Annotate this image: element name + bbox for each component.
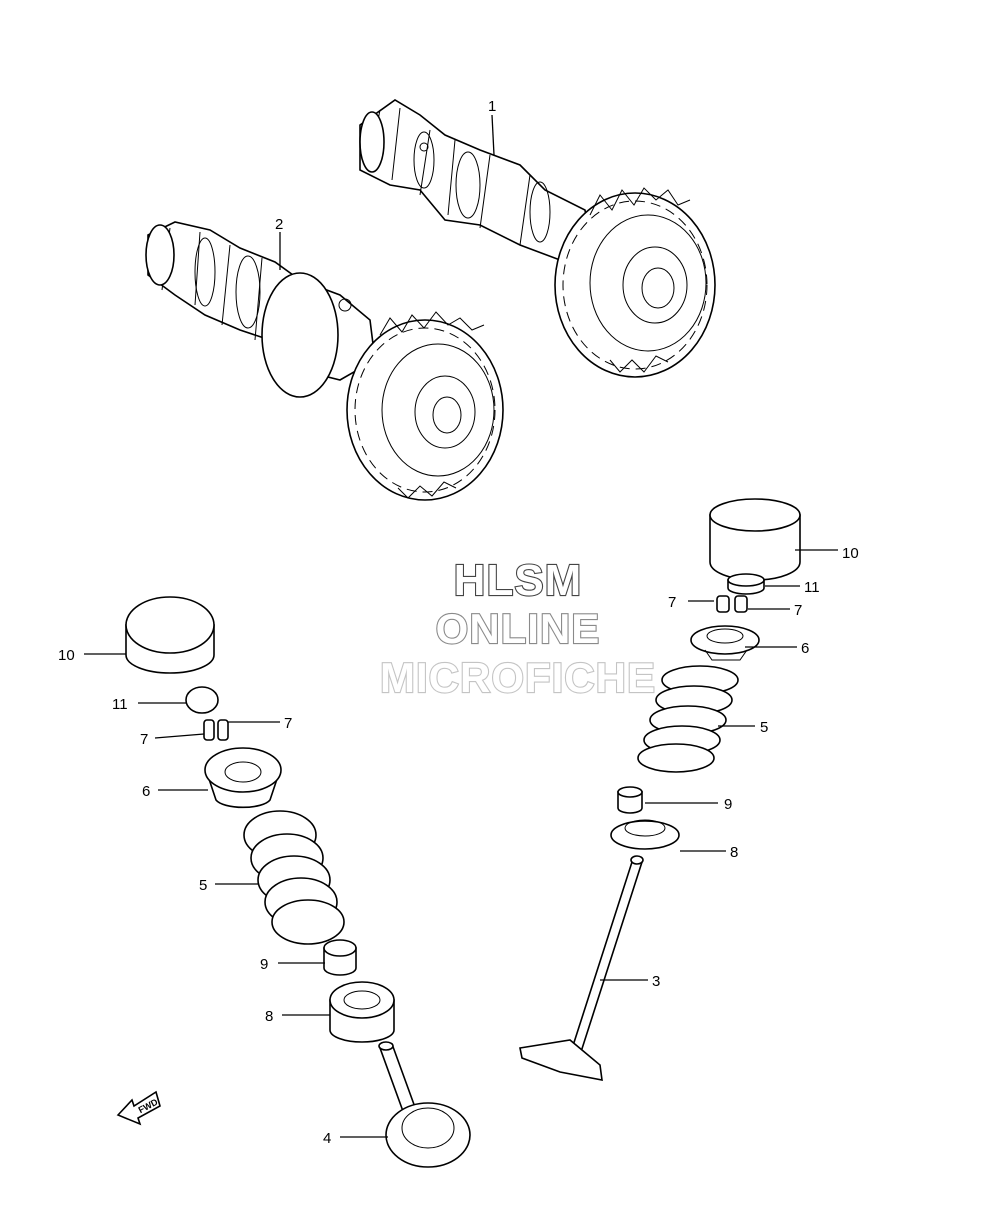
spring-right[interactable] <box>637 665 739 773</box>
callout-7-right-a: 7 <box>668 594 676 611</box>
callout-11-right: 11 <box>804 579 820 596</box>
callout-7-left-b: 7 <box>284 715 292 732</box>
fwd-arrow-icon: FWD <box>116 1090 161 1126</box>
watermark-line-1: HLSM <box>454 556 583 605</box>
callout-8-left: 8 <box>265 1008 273 1025</box>
callout-6-right: 6 <box>801 640 809 657</box>
callout-1: 1 <box>488 98 496 115</box>
callout-10-left: 10 <box>58 647 75 664</box>
watermark-line-2: ONLINE <box>436 605 601 652</box>
callout-10-right: 10 <box>842 545 859 562</box>
callout-6-left: 6 <box>142 783 150 800</box>
seal-left[interactable] <box>323 939 357 976</box>
cotter-left-b[interactable] <box>217 719 229 741</box>
leader-lines <box>84 114 838 1138</box>
valve-4[interactable] <box>378 1041 471 1168</box>
callout-2: 2 <box>275 216 283 233</box>
tappet-left[interactable] <box>125 596 215 674</box>
cotter-right-b[interactable] <box>734 595 748 613</box>
camshaft-1[interactable] <box>359 99 716 378</box>
callout-5-right: 5 <box>760 719 768 736</box>
spring-left[interactable] <box>243 810 345 945</box>
callout-9-left: 9 <box>260 956 268 973</box>
cotter-left-a[interactable] <box>203 719 215 741</box>
watermark-line-3: MICROFICHE <box>380 654 656 701</box>
callout-9-right: 9 <box>724 796 732 813</box>
shim-right[interactable] <box>727 573 765 595</box>
callout-11-left: 11 <box>112 696 128 713</box>
callout-labels: 1 2 3 4 5 5 6 6 7 7 7 7 8 8 9 9 10 10 11… <box>58 98 859 1147</box>
spring-seat-left[interactable] <box>329 981 395 1043</box>
retainer-left[interactable] <box>204 747 282 809</box>
camshaft-2[interactable] <box>145 221 504 501</box>
shim-left[interactable] <box>185 686 219 714</box>
callout-8-right: 8 <box>730 844 738 861</box>
callout-4: 4 <box>323 1130 331 1147</box>
callout-7-left-a: 7 <box>140 731 148 748</box>
callout-5-left: 5 <box>199 877 207 894</box>
callout-7-right-b: 7 <box>794 602 802 619</box>
callout-3: 3 <box>652 973 660 990</box>
seal-right[interactable] <box>617 786 643 814</box>
valve-3[interactable] <box>519 855 644 1081</box>
tappet-right[interactable] <box>709 498 801 581</box>
cotter-right-a[interactable] <box>716 595 730 613</box>
retainer-right[interactable] <box>690 625 760 661</box>
spring-seat-right[interactable] <box>610 819 680 850</box>
watermark: HLSM ONLINE MICROFICHE <box>379 555 656 702</box>
